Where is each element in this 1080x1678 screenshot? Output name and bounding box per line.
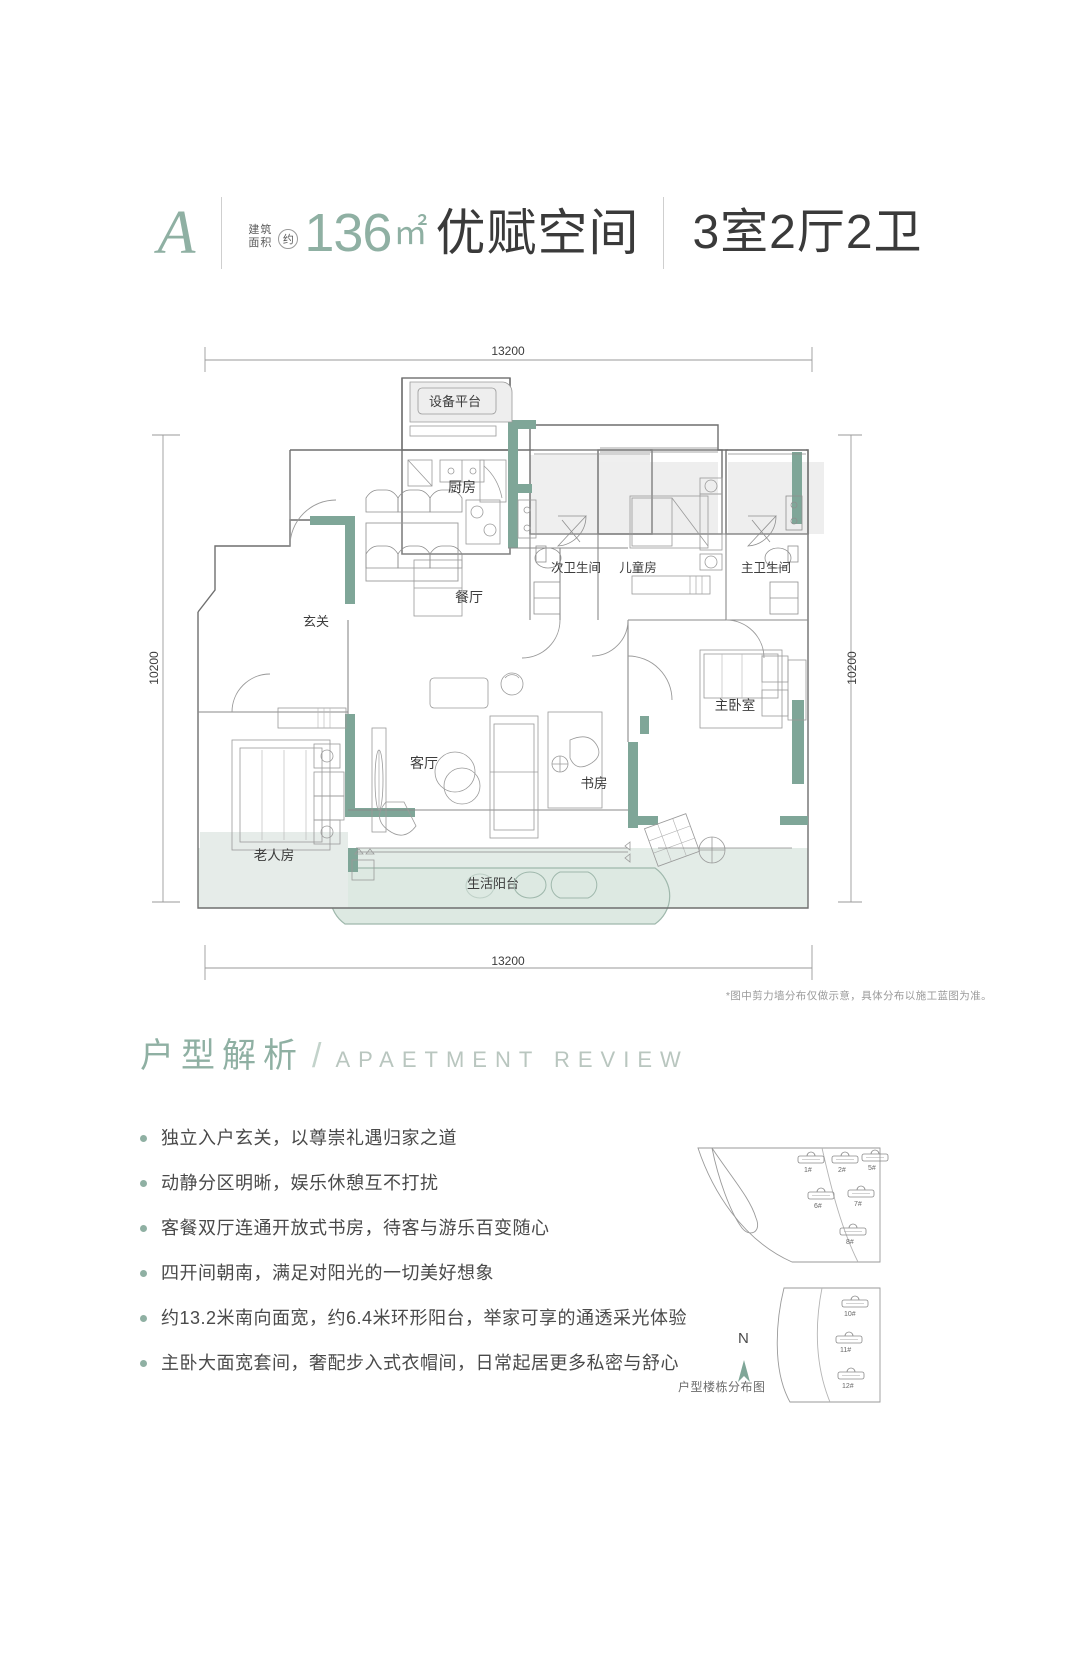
list-item: 客餐双厅连通开放式书房，待客与游乐百变随心 <box>140 1215 740 1241</box>
dim-right-label: 10200 <box>845 651 859 685</box>
bathroom-fittings <box>533 495 803 615</box>
page-header: A 建筑 面积 约 136 ㎡ 优赋空间 3室2厅2卫 <box>0 178 1080 288</box>
bullet-dot-icon <box>140 1360 147 1367</box>
site-parcel-lower <box>776 1287 881 1403</box>
building-label: 7# <box>854 1201 862 1208</box>
children-room-furniture <box>629 477 723 595</box>
room-label-children-room: 儿童房 <box>619 560 657 575</box>
area-number: 136 <box>304 203 392 263</box>
room-config: 3室2厅2卫 <box>692 206 923 259</box>
room-label-elderly-room: 老人房 <box>254 848 295 863</box>
site-plan-drawing: 1# 2# 5# 6# 7# 8# 10# 11# 12# <box>697 1147 889 1403</box>
building-label: 11# <box>840 1347 851 1354</box>
master-bedroom-furniture <box>643 649 807 867</box>
dimension-lines <box>152 347 862 980</box>
wall-outlines <box>197 377 809 909</box>
area-caption: 建筑 面积 <box>248 224 272 261</box>
building-label: 8# <box>846 1239 854 1246</box>
bullet-dot-icon <box>140 1180 147 1187</box>
building-label: 1# <box>804 1167 812 1174</box>
list-item: 动静分区明晰，娱乐休憩互不打扰 <box>140 1170 740 1196</box>
review-point-text: 动静分区明晰，娱乐休憩互不打扰 <box>161 1173 439 1193</box>
review-heading-cn: 户型解析 <box>140 1037 304 1075</box>
compass-north-label: N <box>738 1330 749 1347</box>
dim-left-label: 10200 <box>147 651 161 685</box>
review-point-text: 独立入户玄关，以尊崇礼遇归家之道 <box>161 1128 457 1148</box>
bullet-dot-icon <box>140 1315 147 1322</box>
header-divider-left <box>221 197 223 269</box>
room-label-dining: 餐厅 <box>455 589 483 605</box>
dim-bottom-label: 13200 <box>491 954 525 968</box>
living-room-furniture <box>371 672 603 839</box>
area-unit: ㎡ <box>393 214 428 252</box>
building-label: 6# <box>814 1203 822 1210</box>
review-point-text: 四开间朝南，满足对阳光的一切美好想象 <box>161 1263 494 1283</box>
site-buildings-upper: 1# 2# 5# 6# 7# 8# <box>797 1149 889 1246</box>
list-item: 四开间朝南，满足对阳光的一切美好想象 <box>140 1260 740 1286</box>
dining-furniture <box>365 489 463 582</box>
review-point-text: 主卧大面宽套间，奢配步入式衣帽间，日常起居更多私密与舒心 <box>161 1353 679 1373</box>
review-heading-en: APAETMENT REVIEW <box>335 1047 689 1072</box>
kitchen-fittings <box>407 381 537 617</box>
balcony-planters <box>465 871 598 899</box>
site-plan-map: 1# 2# 5# 6# 7# 8# 10# 11# 12# <box>672 1120 932 1410</box>
review-point-text: 约13.2米南向面宽，约6.4米环形阳台，举家可享的通透采光体验 <box>161 1308 688 1328</box>
floorplan-container: 13200 13200 10200 10200 <box>0 320 1080 1020</box>
review-point-text: 客餐双厅连通开放式书房，待客与游乐百变随心 <box>161 1218 550 1238</box>
building-label: 10# <box>844 1311 856 1318</box>
room-label-study: 书房 <box>581 776 608 791</box>
area-caption-line1: 建筑 <box>248 224 273 236</box>
building-label: 5# <box>868 1165 876 1172</box>
review-points-list: 独立入户玄关，以尊崇礼遇归家之道 动静分区明晰，娱乐休憩互不打扰 客餐双厅连通开… <box>140 1125 740 1395</box>
room-label-master-bathroom: 主卫生间 <box>741 561 791 575</box>
windows <box>356 447 806 853</box>
compass-icon <box>738 1360 750 1382</box>
site-plan-caption: 户型楼栋分布图 <box>678 1380 766 1394</box>
header-divider-right <box>663 197 665 269</box>
plan-title: 优赋空间 <box>435 205 640 261</box>
building-label: 12# <box>842 1383 854 1390</box>
bullet-dot-icon <box>140 1270 147 1277</box>
building-label: 2# <box>838 1167 846 1174</box>
floor-fills <box>198 455 824 925</box>
area-group: 建筑 面积 约 136 ㎡ 优赋空间 <box>222 205 663 261</box>
site-buildings-lower: 10# 11# 12# <box>835 1295 869 1390</box>
bullet-dot-icon <box>140 1225 147 1232</box>
room-labels: 设备平台 厨房 餐厅 玄关 次卫生间 儿童房 主卫生间 主卧室 客厅 书房 老人… <box>254 394 791 891</box>
floorplan-disclaimer: *图中剪力墙分布仅做示意，具体分布以施工蓝图为准。 <box>725 990 992 1002</box>
approx-badge: 约 <box>278 229 299 249</box>
area-caption-line2: 面积 <box>248 237 273 249</box>
list-item: 独立入户玄关，以尊崇礼遇归家之道 <box>140 1125 740 1151</box>
site-parcel-upper <box>697 1147 881 1263</box>
room-label-equipment-platform: 设备平台 <box>429 394 481 409</box>
review-heading-slash: / <box>312 1037 322 1075</box>
room-label-balcony: 生活阳台 <box>467 876 519 891</box>
dim-top-label: 13200 <box>491 344 525 358</box>
room-label-kitchen: 厨房 <box>448 479 476 495</box>
room-label-master-bedroom: 主卧室 <box>715 697 756 713</box>
review-heading: 户型解析 / APAETMENT REVIEW <box>140 1028 689 1077</box>
door-swings <box>231 499 765 713</box>
balcony-markers <box>351 841 631 881</box>
elderly-room-furniture <box>231 707 347 851</box>
room-label-second-bathroom: 次卫生间 <box>551 561 601 575</box>
plan-letter: A <box>157 199 196 267</box>
interior-partitions <box>198 450 808 811</box>
room-label-entrance: 玄关 <box>303 614 329 629</box>
list-item: 主卧大面宽套间，奢配步入式衣帽间，日常起居更多私密与舒心 <box>140 1350 740 1376</box>
bullet-dot-icon <box>140 1135 147 1142</box>
floorplan-drawing: 13200 13200 10200 10200 <box>147 344 862 980</box>
room-label-living-room: 客厅 <box>410 755 438 771</box>
list-item: 约13.2米南向面宽，约6.4米环形阳台，举家可享的通透采光体验 <box>140 1305 740 1331</box>
